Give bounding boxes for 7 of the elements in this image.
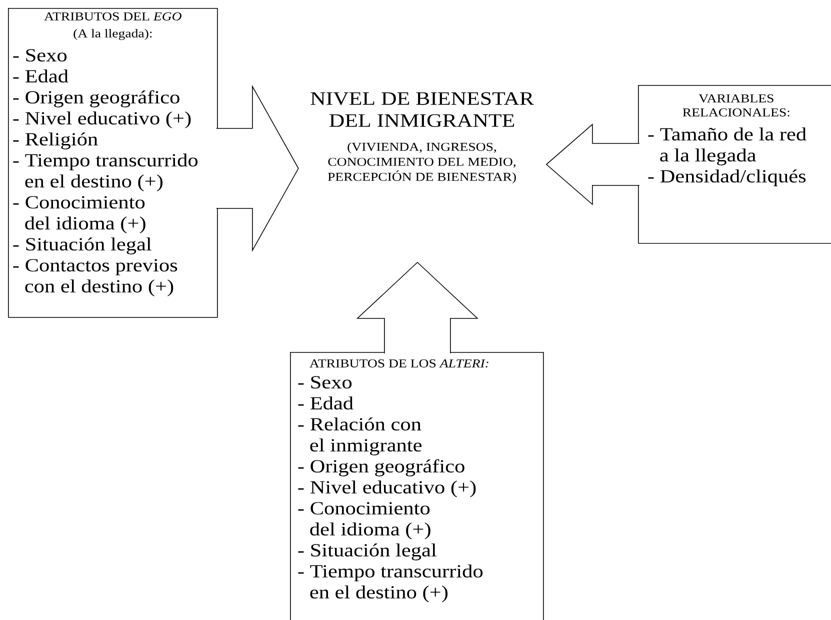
- text-box: VARIABLES RELACIONALES: - Tamaño de la red a la llegada - Densidad/cliqués: [638, 85, 831, 244]
- block-arrow: [546, 124, 640, 206]
- text-box: ATRIBUTOS DEL EGO (A la llegada): - Sexo - Edad - Origen geográfico - Nivel educativo (+) - Religión - Tiempo transcurrido en el destino (+) - Conocimiento del idioma (+) - Situación legal - Contactos previos con el destino (+): [8, 8, 218, 318]
- title-text: NIVEL DE BIENESTAR DEL INMIGRANTE (VIVIENDA, INGRESOS, CONOCIMIENTO DEL MEDIO, PERCEPCIÓN DE BIENESTAR): [310, 92, 534, 184]
- text-box: ATRIBUTOS DE LOS ALTERI: - Sexo - Edad - Relación con el inmigrante - Origen geográfico - Nivel educativo (+) - Conocimiento del idioma (+) - Situación legal - Tiempo transcurrido en el destino (+): [290, 352, 544, 620]
- block-arrow: [356, 262, 478, 354]
- block-arrow: [216, 84, 299, 252]
